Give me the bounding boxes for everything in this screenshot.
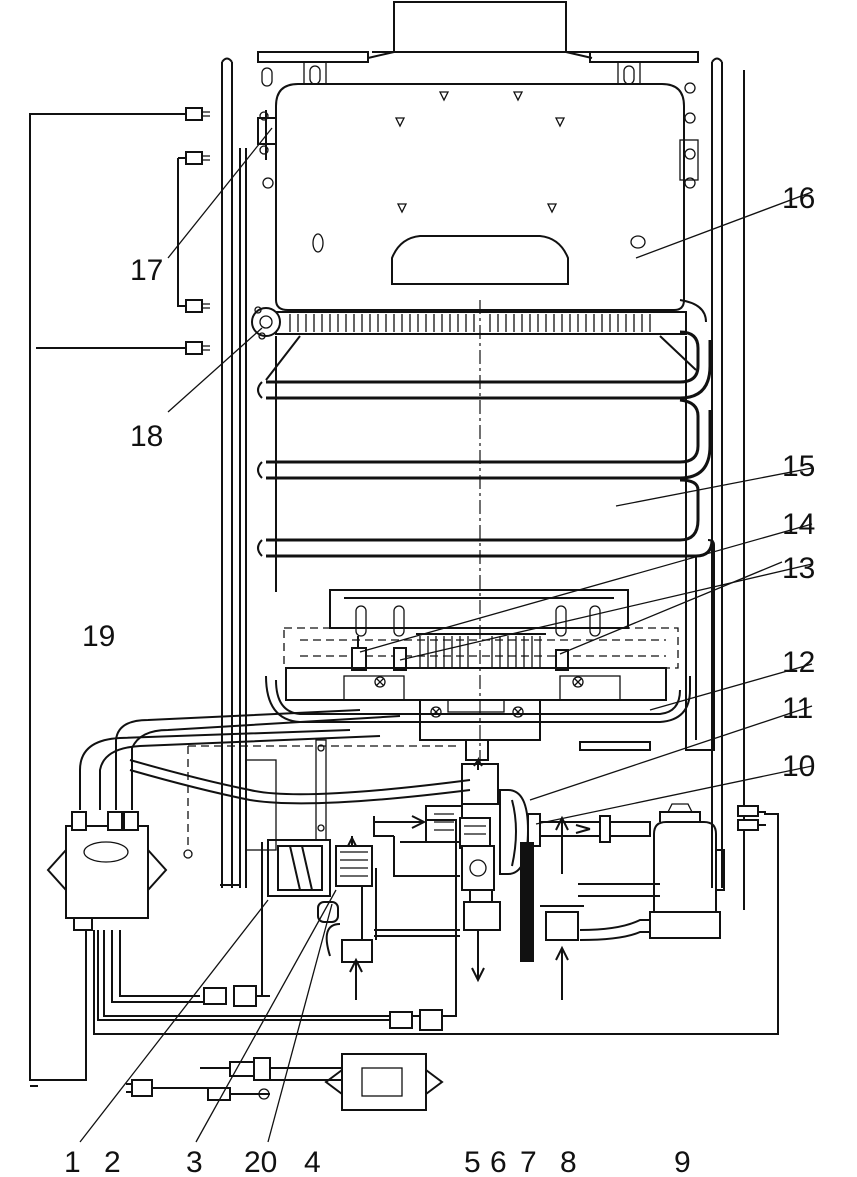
wire-connectors <box>177 151 766 1031</box>
fan-unit <box>649 803 725 939</box>
label-3: 3 <box>186 1146 203 1177</box>
label-12: 12 <box>782 646 815 679</box>
label-10: 10 <box>782 750 815 783</box>
label-7: 7 <box>520 1146 537 1177</box>
label-14: 14 <box>782 508 815 541</box>
label-8: 8 <box>560 1146 577 1177</box>
leader-lines <box>79 127 813 1143</box>
label-5: 5 <box>464 1146 481 1177</box>
ignition-plug <box>126 1079 270 1101</box>
part-labels: 1 2 3 20 4 5 6 7 8 9 10 11 12 13 14 15 1… <box>64 182 815 1177</box>
flue-outlet <box>367 1 593 59</box>
heat-exchanger <box>275 83 707 335</box>
temperature-sensor <box>251 306 281 340</box>
label-13: 13 <box>782 552 815 585</box>
label-1: 1 <box>64 1146 81 1177</box>
label-6: 6 <box>490 1146 507 1177</box>
label-20: 20 <box>244 1146 277 1177</box>
label-17: 17 <box>130 254 163 287</box>
label-4: 4 <box>304 1146 321 1177</box>
battery-box <box>200 1053 444 1111</box>
label-16: 16 <box>782 182 815 215</box>
label-2: 2 <box>104 1146 121 1177</box>
burner-assembly <box>265 589 691 761</box>
label-11: 11 <box>782 692 813 725</box>
water-inlet-pipe <box>317 835 377 1000</box>
ignition-leads <box>79 709 471 859</box>
controller-box <box>29 107 779 1087</box>
label-9: 9 <box>674 1146 691 1177</box>
label-18: 18 <box>130 420 163 453</box>
gas-water-valve <box>373 756 651 1000</box>
frame <box>220 51 745 910</box>
hot-water-pipe <box>374 883 660 941</box>
combustion-chamber <box>257 330 715 751</box>
label-19: 19 <box>82 620 115 653</box>
label-15: 15 <box>782 450 815 483</box>
